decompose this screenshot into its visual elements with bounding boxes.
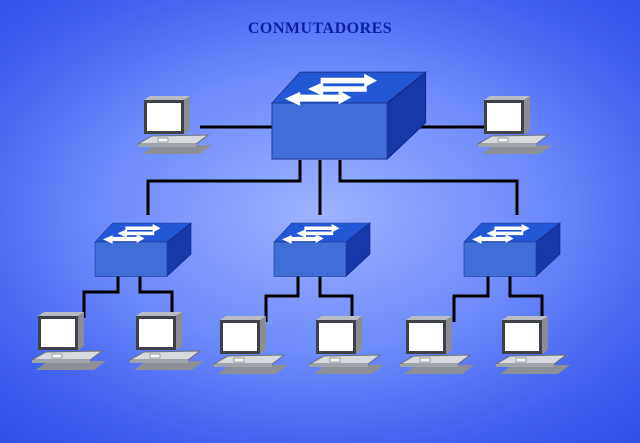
cable-core-switch-right — [338, 160, 519, 215]
cable-switch-center-laptop-4 — [318, 276, 354, 322]
laptop-icon — [137, 95, 213, 155]
cable-switch-center-laptop-3 — [264, 276, 300, 322]
cable-switch-left-laptop-2 — [138, 276, 174, 318]
laptop-icon — [495, 315, 571, 375]
cable-group — [82, 125, 544, 322]
diagram-title: CONMUTADORES — [247, 20, 393, 37]
laptop-icon — [309, 315, 385, 375]
cable-switch-right-laptop-6 — [508, 276, 544, 322]
laptop-icon — [213, 315, 289, 375]
cable-switch-right-laptop-5 — [452, 276, 490, 322]
switch-icon — [273, 222, 371, 277]
laptop-icon — [31, 311, 107, 371]
cable-core-switch-left — [146, 160, 302, 215]
laptop-icon — [129, 311, 205, 371]
laptop-icon — [477, 95, 553, 155]
switch-icon — [271, 71, 427, 160]
switch-icon — [94, 222, 192, 277]
switch-icon — [463, 222, 561, 277]
cable-switch-left-laptop-1 — [82, 276, 120, 318]
laptop-icon — [399, 315, 475, 375]
